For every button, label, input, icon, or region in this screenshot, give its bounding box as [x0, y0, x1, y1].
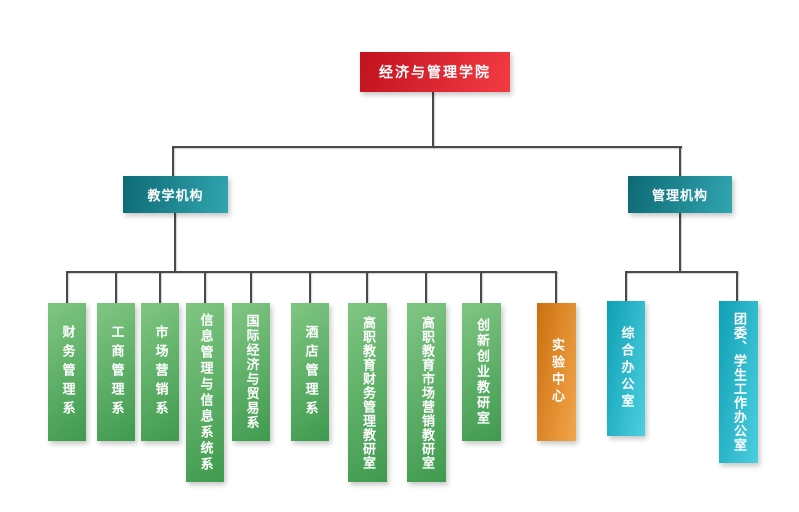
- node-experiment-center-label: 实验中心: [549, 338, 564, 406]
- dept-hotel-management-label: 酒店管理系: [302, 324, 318, 420]
- connector-level2-drop-right: [679, 146, 681, 177]
- connector-management-bus: [625, 271, 738, 273]
- dept-marketing-label: 市场营销系: [152, 324, 168, 420]
- connector-root-vertical: [432, 92, 434, 148]
- office-youth-league-student-work: 团委、学生工作办公室: [719, 301, 758, 463]
- connector-drop-dept-7: [366, 271, 368, 304]
- node-teaching-organizations: 教学机构: [123, 176, 228, 213]
- dept-info-management-systems-label: 信息管理与信息系统系: [197, 312, 213, 473]
- connector-management-vertical: [679, 212, 681, 272]
- node-management-organizations: 管理机构: [628, 176, 732, 213]
- connector-drop-office-2: [736, 271, 738, 302]
- office-youth-league-student-work-label: 团委、学生工作办公室: [731, 312, 746, 452]
- office-vocational-marketing-teaching: 高职教育市场营销教研室: [407, 303, 446, 482]
- dept-business-administration-label: 工商管理系: [108, 324, 124, 420]
- connector-level2-drop-left: [172, 146, 174, 177]
- dept-hotel-management: 酒店管理系: [291, 303, 329, 441]
- office-vocational-finance-teaching: 高职教育财务管理教研室: [348, 303, 387, 482]
- node-teaching-label: 教学机构: [147, 189, 204, 204]
- dept-info-management-systems: 信息管理与信息系统系: [186, 303, 224, 482]
- dept-finance-management-label: 财务管理系: [59, 324, 75, 420]
- office-innovation-entrepreneurship-teaching-label: 创新创业教研室: [474, 317, 489, 427]
- dept-finance-management: 财务管理系: [48, 303, 86, 441]
- connector-teaching-bus: [66, 271, 557, 273]
- node-management-label: 管理机构: [651, 189, 708, 204]
- office-general-label: 综合办公室: [618, 326, 634, 411]
- node-root-college: 经济与管理学院: [360, 52, 510, 92]
- dept-marketing: 市场营销系: [141, 303, 179, 441]
- dept-business-administration: 工商管理系: [97, 303, 135, 441]
- node-root-label: 经济与管理学院: [379, 65, 491, 81]
- connector-drop-dept-10: [555, 271, 557, 304]
- connector-drop-dept-9: [480, 271, 482, 304]
- connector-drop-dept-6: [309, 271, 311, 304]
- dept-international-economics-trade: 国际经济与贸易系: [232, 303, 270, 441]
- connector-level2-bus: [172, 146, 682, 148]
- office-vocational-marketing-teaching-label: 高职教育市场营销教研室: [419, 315, 434, 470]
- office-vocational-finance-teaching-label: 高职教育财务管理教研室: [360, 315, 375, 470]
- connector-drop-dept-5: [250, 271, 252, 304]
- connector-drop-dept-3: [159, 271, 161, 304]
- office-innovation-entrepreneurship-teaching: 创新创业教研室: [462, 303, 501, 441]
- connector-drop-dept-1: [66, 271, 68, 304]
- connector-drop-dept-8: [425, 271, 427, 304]
- connector-drop-office-1: [625, 271, 627, 302]
- office-general: 综合办公室: [607, 301, 645, 436]
- connector-teaching-vertical: [174, 212, 176, 272]
- node-experiment-center: 实验中心: [537, 303, 576, 441]
- dept-international-economics-trade-label: 国际经济与贸易系: [243, 314, 259, 430]
- connector-drop-dept-2: [115, 271, 117, 304]
- connector-drop-dept-4: [204, 271, 206, 304]
